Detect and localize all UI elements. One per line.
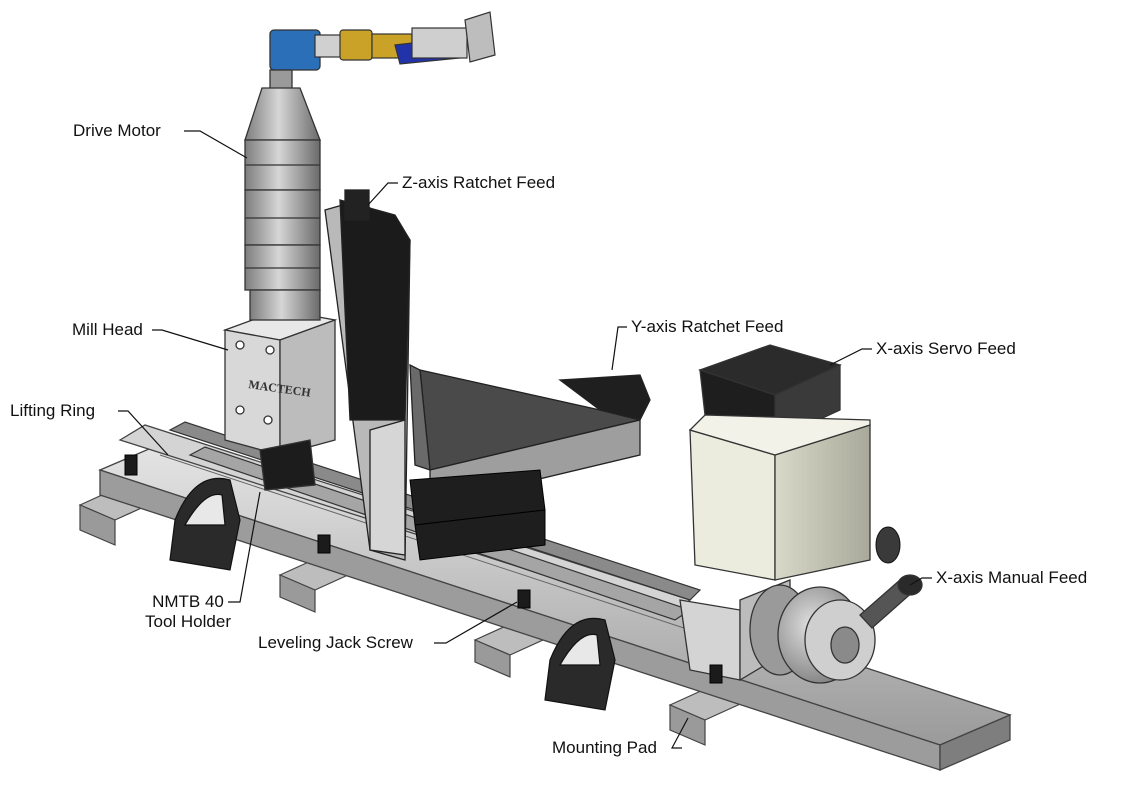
label-x-axis-servo-feed: X-axis Servo Feed [876, 339, 1016, 358]
label-leveling-jack-screw: Leveling Jack Screw [258, 633, 413, 652]
handwheel [749, 574, 923, 684]
label-lifting-ring: Lifting Ring [10, 401, 96, 420]
air-valve [314, 11, 496, 65]
label-mill-head: Mill Head [72, 320, 143, 339]
drive-motor [244, 29, 321, 321]
servo-knob [875, 526, 901, 564]
y-axis-table [409, 363, 651, 506]
label-y-axis-ratchet-feed: Y-axis Ratchet Feed [631, 317, 784, 336]
lifting-rings [169, 477, 616, 711]
label-mounting-pad: Mounting Pad [552, 738, 657, 757]
base-rail [98, 424, 1012, 771]
label-nmtb-40: NMTB 40 [152, 592, 224, 611]
label-x-axis-manual-feed: X-axis Manual Feed [936, 568, 1088, 587]
z-axis-column [324, 189, 411, 561]
label-z-axis-ratchet-feed: Z-axis Ratchet Feed [402, 173, 556, 192]
label-drive-motor: Drive Motor [73, 121, 161, 140]
jack-screws [124, 454, 723, 684]
carriage-blocks [409, 469, 546, 561]
label-tool-holder: Tool Holder [145, 612, 231, 631]
leader-lines [118, 130, 932, 749]
